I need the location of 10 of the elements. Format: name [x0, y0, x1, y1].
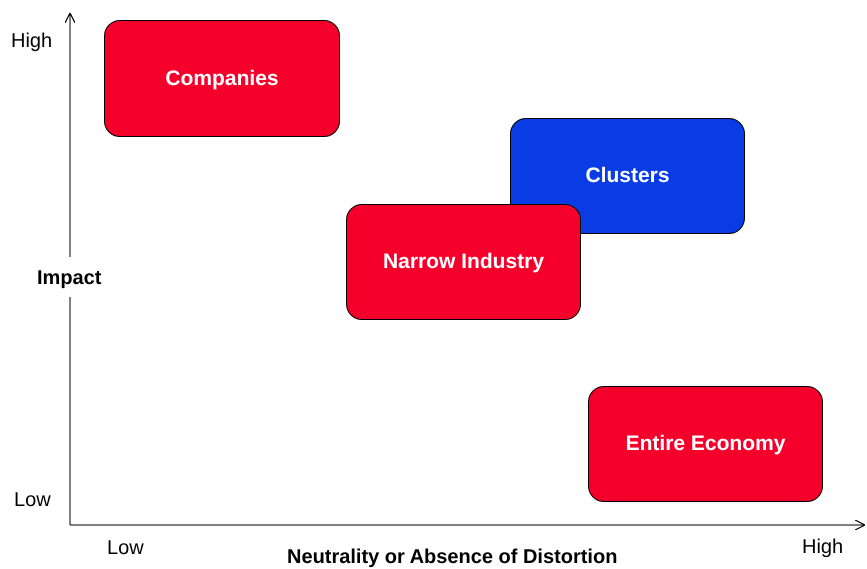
category-box: Clusters: [510, 118, 745, 234]
category-box: Narrow Industry: [346, 204, 581, 320]
axis-tick-label: High: [11, 30, 52, 53]
axis-title: Impact: [37, 267, 102, 290]
axis-tick-label: High: [802, 536, 844, 559]
axis-tick-label: Low: [107, 537, 144, 560]
axis-title: Neutrality or Absence of Distortion: [287, 546, 618, 569]
category-box: Entire Economy: [588, 386, 823, 502]
category-box: Companies: [104, 20, 340, 137]
axis-tick-label: Low: [14, 489, 51, 512]
